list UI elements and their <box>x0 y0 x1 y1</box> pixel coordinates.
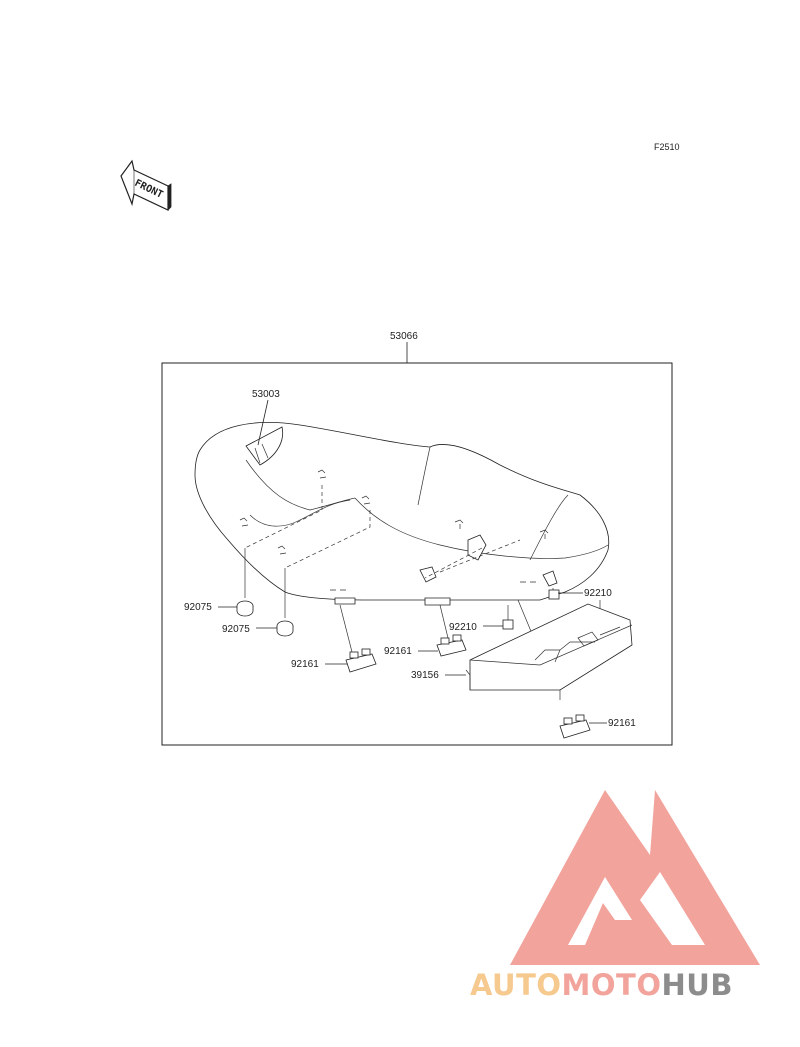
callout-tray: 39156 <box>411 670 439 681</box>
damper-92161-right <box>559 714 591 739</box>
callout-damper-mid: 92161 <box>384 646 412 657</box>
callout-assembly: 53066 <box>390 331 418 342</box>
callout-cover: 53003 <box>252 389 280 400</box>
nut-92210-right <box>548 589 560 600</box>
assembly-frame <box>161 362 673 746</box>
seat <box>194 422 610 606</box>
tray-39156 <box>465 603 633 691</box>
damper-92161-mid <box>436 634 467 657</box>
callout-nut-left-upper: 92075 <box>184 602 212 613</box>
watermark-logo: AUTOMOTOHUB <box>470 790 760 1002</box>
nut-92075-upper <box>236 600 254 617</box>
callout-nut-left-lower: 92075 <box>222 624 250 635</box>
nut-92210-mid <box>502 619 514 630</box>
watermark-auto: AUTO <box>470 968 562 1002</box>
watermark-hub: HUB <box>662 968 733 1002</box>
front-arrow-icon: FRONT <box>120 159 172 211</box>
watermark-triangle-icon <box>510 790 760 965</box>
damper-92161-left <box>345 648 377 673</box>
watermark-moto: MOTO <box>562 968 662 1002</box>
figure-code: F2510 <box>654 142 680 152</box>
callout-nut-mid: 92210 <box>449 622 477 633</box>
callout-damper-left: 92161 <box>291 659 319 670</box>
nut-92075-lower <box>276 620 294 637</box>
watermark-text: AUTOMOTOHUB <box>470 968 733 1002</box>
callout-nut-right: 92210 <box>584 588 612 599</box>
callout-damper-right: 92161 <box>608 718 636 729</box>
